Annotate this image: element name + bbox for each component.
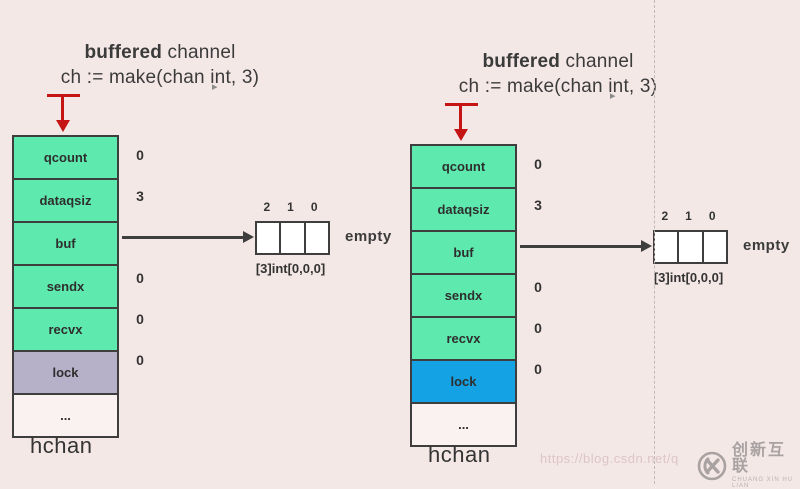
array-index-row: 2 1 0 <box>255 200 326 214</box>
array-type-label: [3]int[0,0,0] <box>653 270 724 285</box>
value-sendx: 0 <box>534 279 542 295</box>
red-pointer-stem-icon <box>61 94 64 121</box>
array-cell <box>655 232 680 262</box>
buf-arrow-head-icon <box>243 231 254 243</box>
buf-arrow-head-icon <box>641 240 652 252</box>
struct-row-qcount: qcount <box>14 137 117 180</box>
brand-subtitle: CHUANG XIN HU LIAN <box>732 477 794 489</box>
watermark-url: https://blog.csdn.net/q <box>540 451 679 466</box>
struct-row-recvx: recvx <box>412 318 515 361</box>
channel-make-code: ch := make(chan int, 3) <box>60 67 260 88</box>
array-index-1: 1 <box>287 200 294 214</box>
struct-row-sendx: sendx <box>412 275 515 318</box>
buf-arrow-line-icon <box>122 236 244 239</box>
array-status-label: empty <box>743 237 790 254</box>
value-recvx: 0 <box>136 311 144 327</box>
array-type-label: [3]int[0,0,0] <box>255 261 326 276</box>
field-values-column: 0 3 0 0 0 <box>518 144 558 431</box>
struct-row-buf: buf <box>14 223 117 266</box>
value-lock: 0 <box>136 352 144 368</box>
value-lock: 0 <box>534 361 542 377</box>
brand-text: 创新互联 CHUANG XIN HU LIAN <box>732 443 800 489</box>
brand-watermark: 创新互联 CHUANG XIN HU LIAN <box>696 443 800 489</box>
struct-row-ellipsis: ... <box>14 395 117 436</box>
struct-name-label: hchan <box>428 442 491 467</box>
buffer-array-cells <box>255 221 330 255</box>
title-bold-word: buffered <box>482 51 561 72</box>
array-index-2: 2 <box>661 209 669 223</box>
buf-arrow-line-icon <box>520 245 642 248</box>
hchan-struct-table: qcount dataqsiz buf sendx recvx lock ... <box>12 135 119 438</box>
value-qcount: 0 <box>534 156 542 172</box>
array-cell <box>257 223 282 253</box>
brand-logo-icon <box>696 450 728 482</box>
diagram-title: buffered channel <box>20 42 300 64</box>
struct-row-lock: lock <box>14 352 117 395</box>
struct-row-qcount: qcount <box>412 146 515 189</box>
title-rest: channel <box>560 51 634 72</box>
array-index-0: 0 <box>310 200 318 214</box>
array-index-1: 1 <box>685 209 692 223</box>
struct-row-dataqsiz: dataqsiz <box>412 189 515 232</box>
dashed-divider <box>654 0 655 484</box>
value-ellipsis <box>120 381 160 422</box>
struct-row-dataqsiz: dataqsiz <box>14 180 117 223</box>
array-cell <box>679 232 704 262</box>
title-rest: channel <box>162 42 236 63</box>
array-index-2: 2 <box>263 200 271 214</box>
array-cell <box>305 223 328 253</box>
value-ellipsis <box>518 390 558 431</box>
buffered-channel-diagram-left: buffered channel ch := make(chan int, 3)… <box>0 0 400 460</box>
buffer-array-cells <box>653 230 728 264</box>
array-cell <box>703 232 726 262</box>
array-index-0: 0 <box>708 209 716 223</box>
diagram-title: buffered channel <box>418 51 698 73</box>
cursor-icon: ▸ <box>212 81 218 93</box>
value-dataqsiz: 3 <box>534 197 542 213</box>
array-status-label: empty <box>345 228 392 245</box>
red-pointer-arrow-icon <box>454 129 468 141</box>
value-recvx: 0 <box>534 320 542 336</box>
struct-name-label: hchan <box>30 433 93 458</box>
array-cell <box>281 223 306 253</box>
struct-row-lock: lock <box>412 361 515 404</box>
value-dataqsiz: 3 <box>136 188 144 204</box>
cursor-icon: ▸ <box>610 90 616 102</box>
struct-row-recvx: recvx <box>14 309 117 352</box>
hchan-struct-table: qcount dataqsiz buf sendx recvx lock ... <box>410 144 517 447</box>
red-pointer-arrow-icon <box>56 120 70 132</box>
value-qcount: 0 <box>136 147 144 163</box>
value-sendx: 0 <box>136 270 144 286</box>
channel-make-code: ch := make(chan int, 3) <box>458 76 658 97</box>
title-bold-word: buffered <box>84 42 163 63</box>
field-values-column: 0 3 0 0 0 <box>120 135 160 422</box>
struct-row-sendx: sendx <box>14 266 117 309</box>
brand-name: 创新互联 <box>732 442 787 475</box>
red-pointer-stem-icon <box>459 103 462 130</box>
struct-row-ellipsis: ... <box>412 404 515 445</box>
buffered-channel-diagram-right: buffered channel ch := make(chan int, 3)… <box>398 9 798 469</box>
struct-row-buf: buf <box>412 232 515 275</box>
array-index-row: 2 1 0 <box>653 209 724 223</box>
